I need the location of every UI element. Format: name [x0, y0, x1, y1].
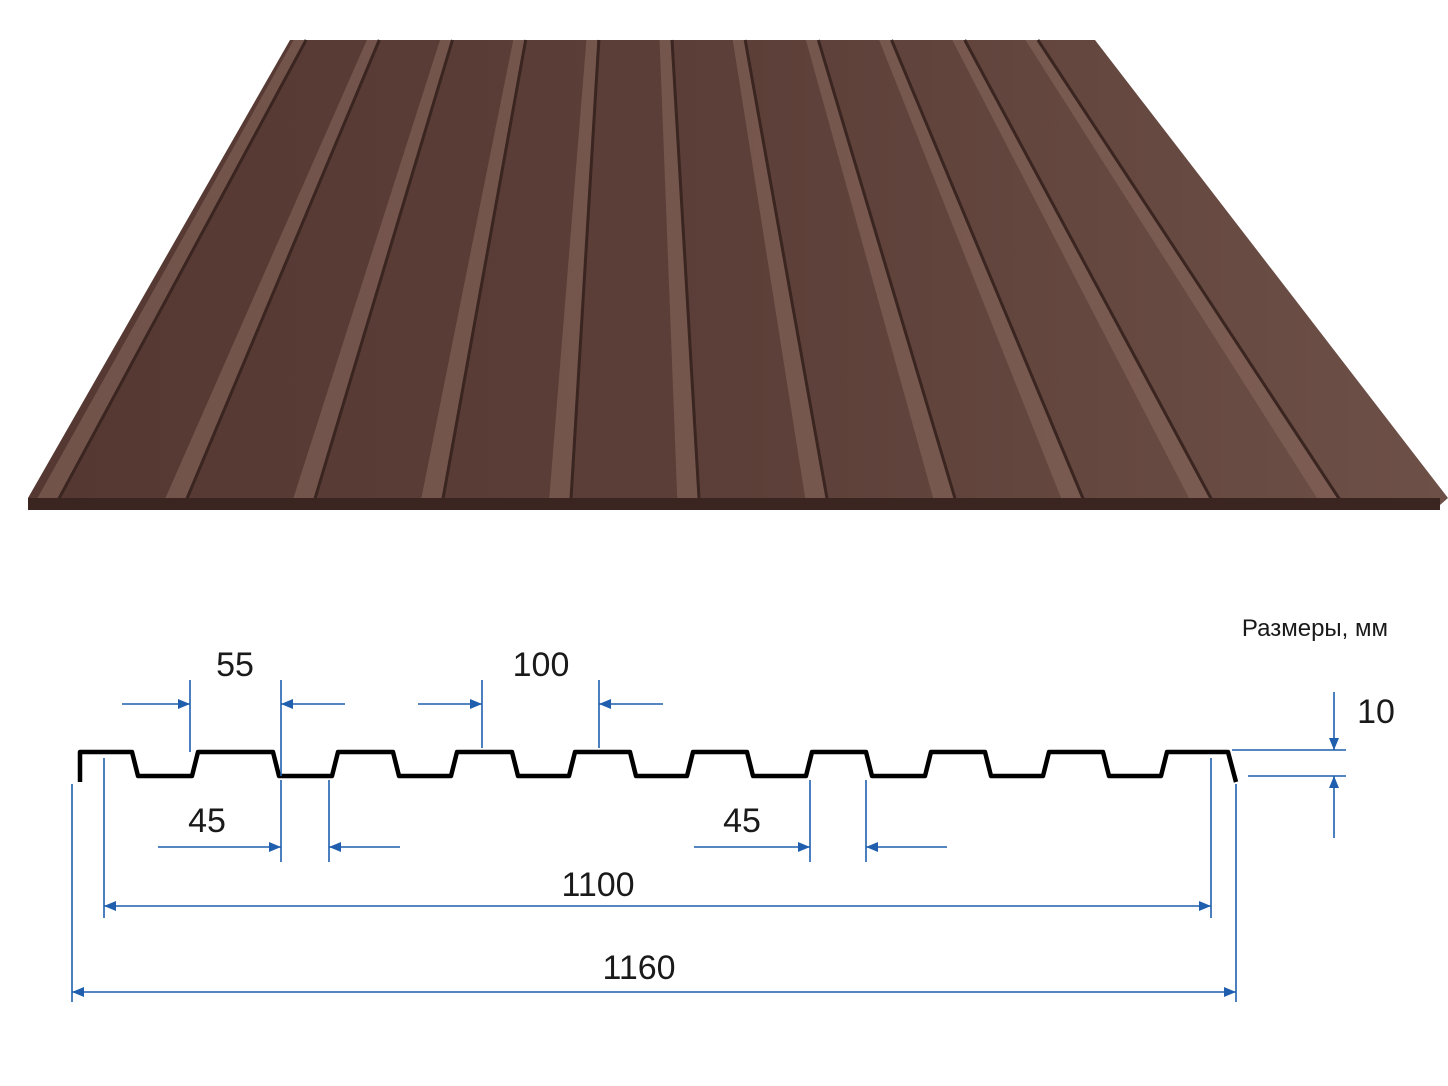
sheet-rib-edge [816, 39, 957, 501]
sheet-surface [28, 40, 1448, 505]
sheet-rib-edge [313, 39, 454, 501]
dimension-label-1160: 1160 [602, 949, 675, 987]
sheet-ribs [36, 39, 1342, 501]
dimension-label-45-left: 45 [188, 802, 226, 840]
sheet-rib [805, 40, 956, 500]
dimension-label-100: 100 [513, 646, 570, 684]
sheet-rib [1025, 40, 1341, 500]
sheet-rib [292, 40, 453, 500]
sheet-rib [952, 40, 1212, 500]
dimension-lines [71, 680, 1346, 1002]
sheet-rib [549, 40, 599, 500]
corrugated-sheet-image [28, 39, 1448, 510]
sheet-rib [164, 40, 380, 500]
dimension-label-1100: 1100 [561, 866, 634, 904]
dimension-label-45-right: 45 [723, 802, 761, 840]
sheet-rib [732, 40, 828, 500]
sheet-rib-edge [441, 39, 528, 501]
dimension-label-10: 10 [1357, 693, 1395, 731]
sheet-rib-edge [670, 39, 701, 501]
sheet-rib [36, 40, 307, 500]
sheet-profile-line [77, 749, 1239, 783]
sheet-rib-edge [890, 39, 1086, 501]
sheet-rib-edge [743, 39, 829, 501]
sheet-rib-edge [569, 39, 601, 501]
sheet-rib [879, 40, 1084, 500]
dimension-label-55: 55 [216, 646, 254, 684]
sheet-front-edge [28, 498, 1440, 510]
sheet-rib [659, 40, 700, 500]
sheet-rib-edge [963, 39, 1214, 501]
sheet-rib-edge [56, 39, 308, 501]
sheet-rib-edge [1036, 39, 1342, 501]
units-label: Размеры, мм [1242, 615, 1388, 642]
sheet-rib-edge [184, 39, 381, 501]
sheet-rib [420, 40, 526, 500]
